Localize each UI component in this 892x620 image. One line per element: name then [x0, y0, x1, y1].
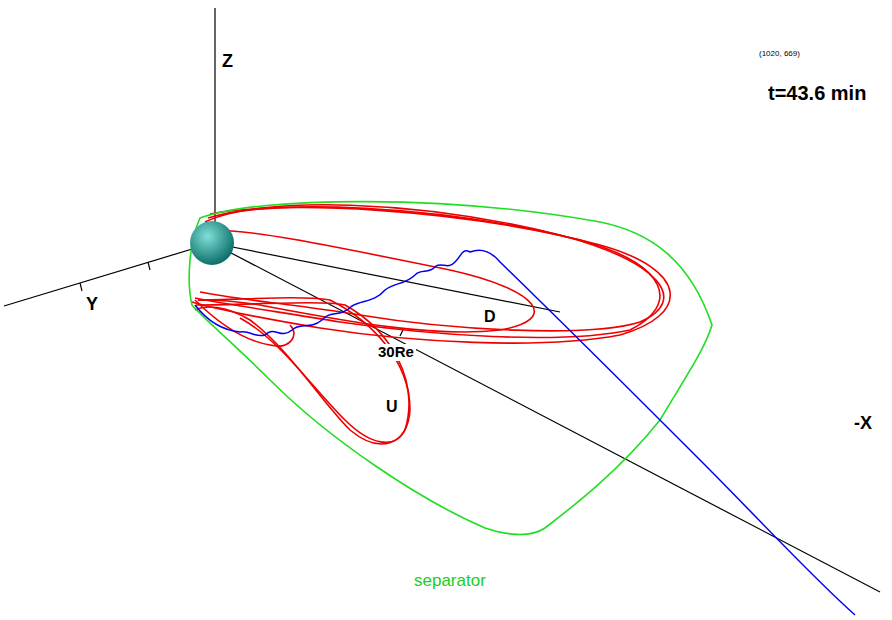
- earth-sphere: [190, 221, 234, 265]
- region-label: U: [384, 398, 400, 416]
- field-lines: [192, 205, 670, 444]
- trajectory-line: [195, 250, 855, 615]
- coordinate-note: (1020, 669): [757, 50, 802, 59]
- separator-line: [189, 202, 712, 535]
- time-label: t=43.6 min: [766, 82, 868, 104]
- axis-label: -X: [852, 414, 874, 434]
- axes: [4, 8, 880, 592]
- axis-label: Z: [220, 52, 235, 72]
- separator-label: separator: [412, 572, 488, 591]
- axis-label: Y: [84, 295, 100, 315]
- distance-label: 30Re: [376, 344, 416, 361]
- region-label: D: [482, 308, 498, 326]
